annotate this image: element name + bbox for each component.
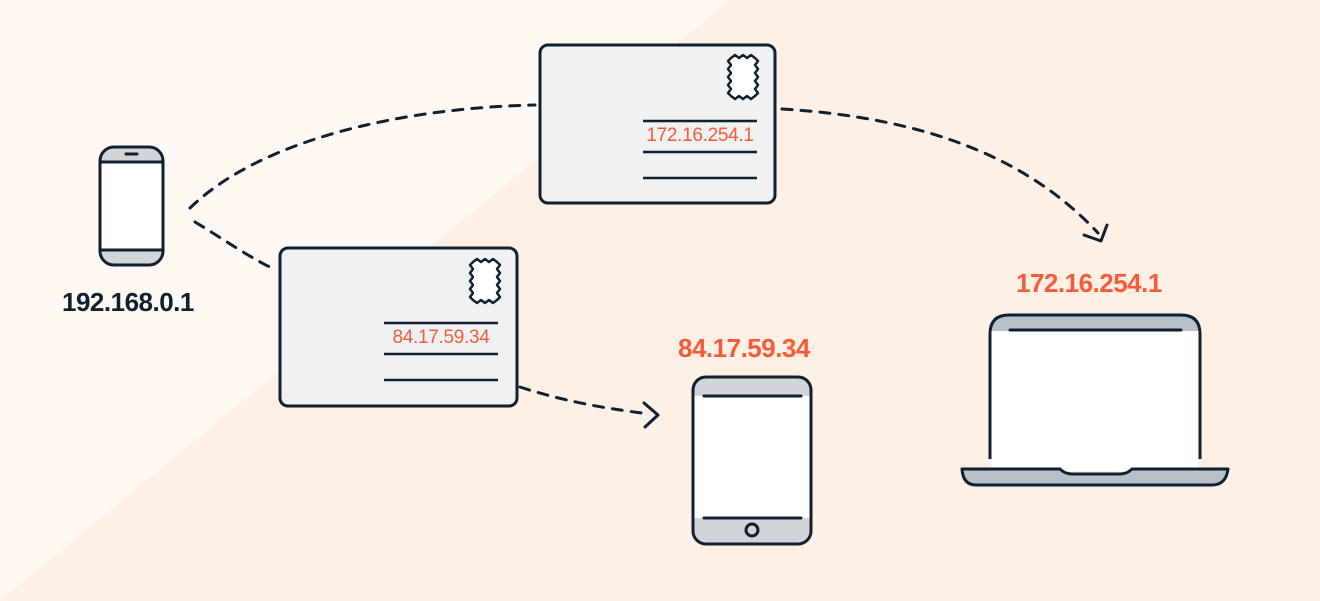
envelope-top-address: 172.16.254.1 xyxy=(646,125,754,146)
envelope-bottom-icon xyxy=(278,246,519,408)
stamp-icon xyxy=(726,53,760,101)
arrowhead-icon xyxy=(642,401,660,429)
envelope-top-icon xyxy=(538,43,777,205)
tablet-ip-label: 84.17.59.34 xyxy=(678,333,810,363)
envelope-bottom-address: 84.17.59.34 xyxy=(392,327,490,348)
arrowhead-icon xyxy=(1082,223,1109,243)
route-to-laptop-line xyxy=(188,103,537,210)
route-to-laptop-line-2 xyxy=(780,107,1100,235)
phone-icon xyxy=(98,145,165,267)
route-to-tablet-line xyxy=(193,220,278,272)
route-to-tablet-line-2 xyxy=(518,385,652,416)
laptop-ip-label: 172.16.254.1 xyxy=(1016,268,1162,298)
sender-ip-label: 192.168.0.1 xyxy=(62,287,194,317)
laptop-icon xyxy=(960,313,1230,487)
stamp-icon xyxy=(468,257,502,305)
tablet-icon xyxy=(691,375,813,546)
